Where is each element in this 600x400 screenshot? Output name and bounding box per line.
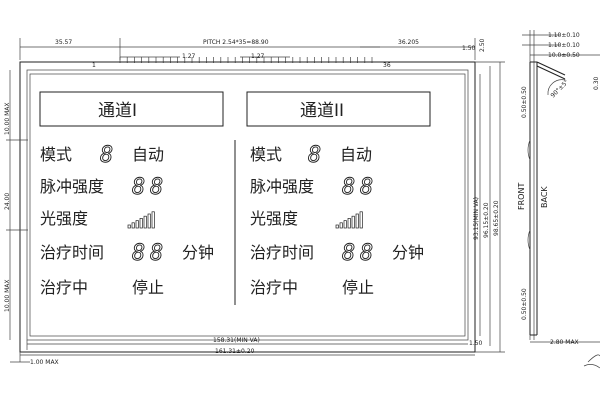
top-dimensions: 35.57 PITCH 2.54*35=88.90 36.205 1.27 1.…: [19, 38, 486, 60]
viewing-area: [26, 69, 469, 341]
back-label: BACK: [540, 186, 549, 208]
ch2-mode-label: 模式: [250, 145, 282, 164]
dim-pin-gap-2: 1.27: [251, 53, 265, 60]
signal-bar: [143, 215, 147, 229]
right-dimensions: 93.15(MIN VA) 96.15±0.20 98.65±0.20: [473, 61, 505, 353]
ch1-pulse-digit1: 8: [132, 175, 145, 200]
ch2-pulse-digit1: 8: [342, 175, 355, 200]
signal-bar: [339, 222, 343, 229]
signal-bar: [355, 213, 359, 229]
ch1-mode-digit: 8: [100, 143, 113, 168]
dim-right-inner: 93.15(MIN VA): [473, 197, 480, 240]
ch2-time-label: 治疗时间: [250, 243, 314, 262]
channel1-title-box: [39, 91, 224, 127]
dim-edge-right-top: 1.50: [462, 45, 476, 52]
signal-bar: [351, 215, 355, 229]
dim-top-right: 2.50: [479, 38, 486, 52]
side-dim-3: 10.0±0.50: [548, 52, 580, 59]
ch2-light-label: 光强度: [250, 209, 298, 228]
ch1-mode-label: 模式: [40, 145, 72, 164]
ch1-pulse-digit2: 8: [150, 175, 163, 200]
ch1-treating-label: 治疗中: [40, 278, 88, 297]
channel1-panel: 模式 8 自动 脉冲强度 8 8 光强度 治疗时间 8 8 分钟 治疗中 停止: [40, 143, 214, 297]
ch1-signal-bars-icon: [127, 211, 155, 229]
ch2-time-digit1: 8: [342, 241, 355, 266]
glass-outline: [19, 61, 476, 353]
dim-edge-left-bottom: 1.00 MAX: [30, 359, 59, 366]
ch2-mode-digit: 8: [308, 143, 321, 168]
ch1-auto-label: 自动: [132, 145, 164, 164]
side-dim-2: 1.10±0.10: [548, 42, 580, 49]
front-label: FRONT: [517, 183, 526, 210]
ch1-time-digit1: 8: [132, 241, 145, 266]
ch2-treating-label: 治疗中: [250, 278, 298, 297]
channel2-title-box: [246, 91, 431, 127]
side-dim-4: 0.30: [593, 76, 600, 90]
bottom-dimensions: 158.31(MIN VA) 161.31±0.20 1.50 1.00 MAX: [10, 337, 483, 366]
signal-bar: [335, 224, 339, 229]
signal-bar: [151, 211, 155, 229]
dim-left-bottom: 10.00 MAX: [4, 280, 11, 312]
dim-left-middle: 24.00: [4, 193, 11, 210]
side-dim-6: 0.50±0.50: [521, 288, 528, 320]
channel2-title: 通道II: [300, 101, 344, 121]
side-dim-7: 2.80 MAX: [550, 339, 579, 346]
side-dim-1: 1.10±0.10: [548, 32, 580, 39]
ch1-time-digit2: 8: [150, 241, 163, 266]
ch1-minutes-label: 分钟: [182, 243, 214, 262]
signal-bar: [347, 218, 351, 229]
dim-right-middle: 96.15±0.20: [483, 202, 490, 238]
ch2-stop-label: 停止: [342, 278, 374, 297]
dim-right-outer: 98.65±0.20: [493, 200, 500, 236]
signal-bar: [147, 213, 151, 229]
dim-right-offset: 36.205: [398, 39, 419, 46]
signal-bar: [343, 220, 347, 229]
signal-bar: [127, 224, 131, 229]
ch1-time-label: 治疗时间: [40, 243, 104, 262]
ch2-auto-label: 自动: [340, 145, 372, 164]
left-dimensions: 10.00 MAX 24.00 10.00 MAX: [4, 70, 28, 340]
active-area: [29, 73, 466, 337]
pin-last-label: 36: [383, 62, 391, 69]
ch1-pulse-label: 脉冲强度: [40, 177, 104, 196]
channel2-panel: 模式 8 自动 脉冲强度 8 8 光强度 治疗时间 8 8 分钟 治疗中 停止: [250, 143, 424, 297]
ch2-signal-bars-icon: [335, 211, 363, 229]
signal-bar: [139, 218, 143, 229]
ch1-stop-label: 停止: [132, 278, 164, 297]
dim-pitch: PITCH 2.54*35=88.90: [203, 39, 269, 46]
ch1-light-label: 光强度: [40, 209, 88, 228]
dim-edge-right-bottom: 1.50: [469, 340, 483, 347]
dim-outline: 161.31±0.20: [215, 348, 255, 355]
ch2-time-digit2: 8: [360, 241, 373, 266]
dim-left-top: 10.00 MAX: [4, 103, 11, 135]
side-dim-5: 0.50±0.50: [521, 86, 528, 118]
dim-pin-gap-1: 1.27: [182, 53, 196, 60]
ch2-minutes-label: 分钟: [392, 243, 424, 262]
dim-view-area: 158.31(MIN VA): [213, 337, 260, 344]
channel1-title: 通道I: [98, 101, 137, 121]
ch2-pulse-digit2: 8: [360, 175, 373, 200]
signal-bar: [135, 220, 139, 229]
signal-bar: [359, 211, 363, 229]
ch2-pulse-label: 脉冲强度: [250, 177, 314, 196]
side-angle: 90°±5°: [549, 79, 570, 100]
side-view: 1.10±0.10 1.10±0.10 10.0±0.50 90°±5° 0.3…: [517, 30, 600, 369]
dim-left-offset: 35.57: [55, 39, 72, 46]
pin-first-label: 1: [92, 62, 96, 69]
signal-bar: [131, 222, 135, 229]
